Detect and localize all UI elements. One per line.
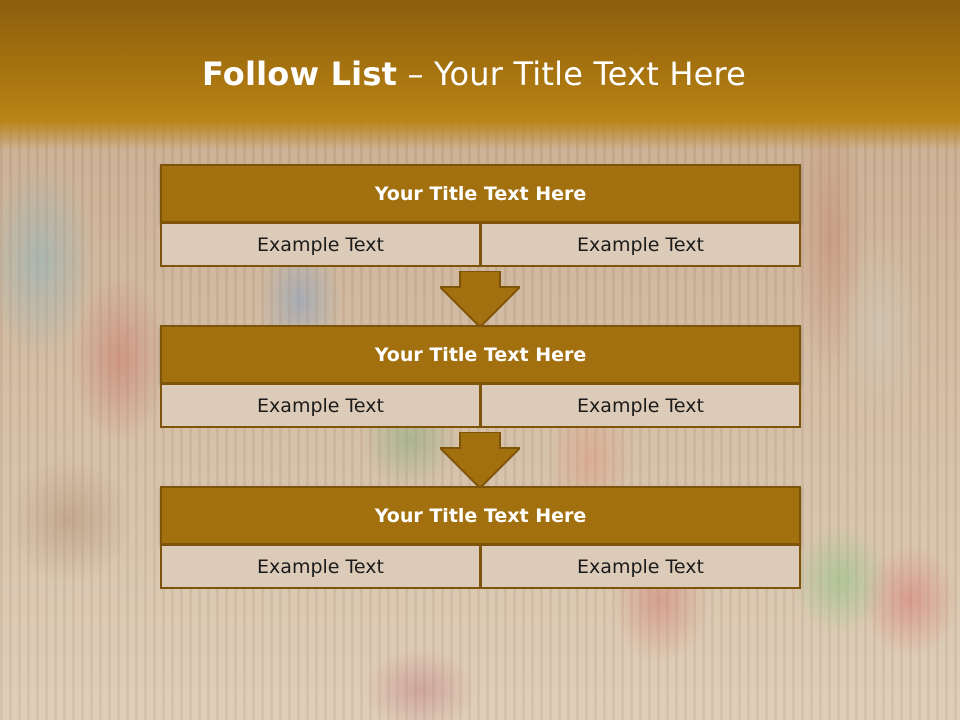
header-band bbox=[0, 0, 960, 150]
block-heading: Your Title Text Here bbox=[160, 486, 801, 545]
title-rest: – Your Title Text Here bbox=[397, 55, 747, 93]
arrow-down-icon bbox=[440, 271, 520, 327]
block-heading: Your Title Text Here bbox=[160, 325, 801, 384]
slide-title: Follow List – Your Title Text Here bbox=[202, 55, 746, 93]
block-cell-left: Example Text bbox=[160, 383, 481, 428]
block-heading: Your Title Text Here bbox=[160, 164, 801, 223]
title-bold: Follow List bbox=[202, 55, 398, 93]
block-cell-left: Example Text bbox=[160, 544, 481, 589]
block-cell-right: Example Text bbox=[480, 383, 801, 428]
arrow-down-icon bbox=[440, 432, 520, 488]
block-cell-right: Example Text bbox=[480, 544, 801, 589]
block-cell-left: Example Text bbox=[160, 222, 481, 267]
block-cell-right: Example Text bbox=[480, 222, 801, 267]
